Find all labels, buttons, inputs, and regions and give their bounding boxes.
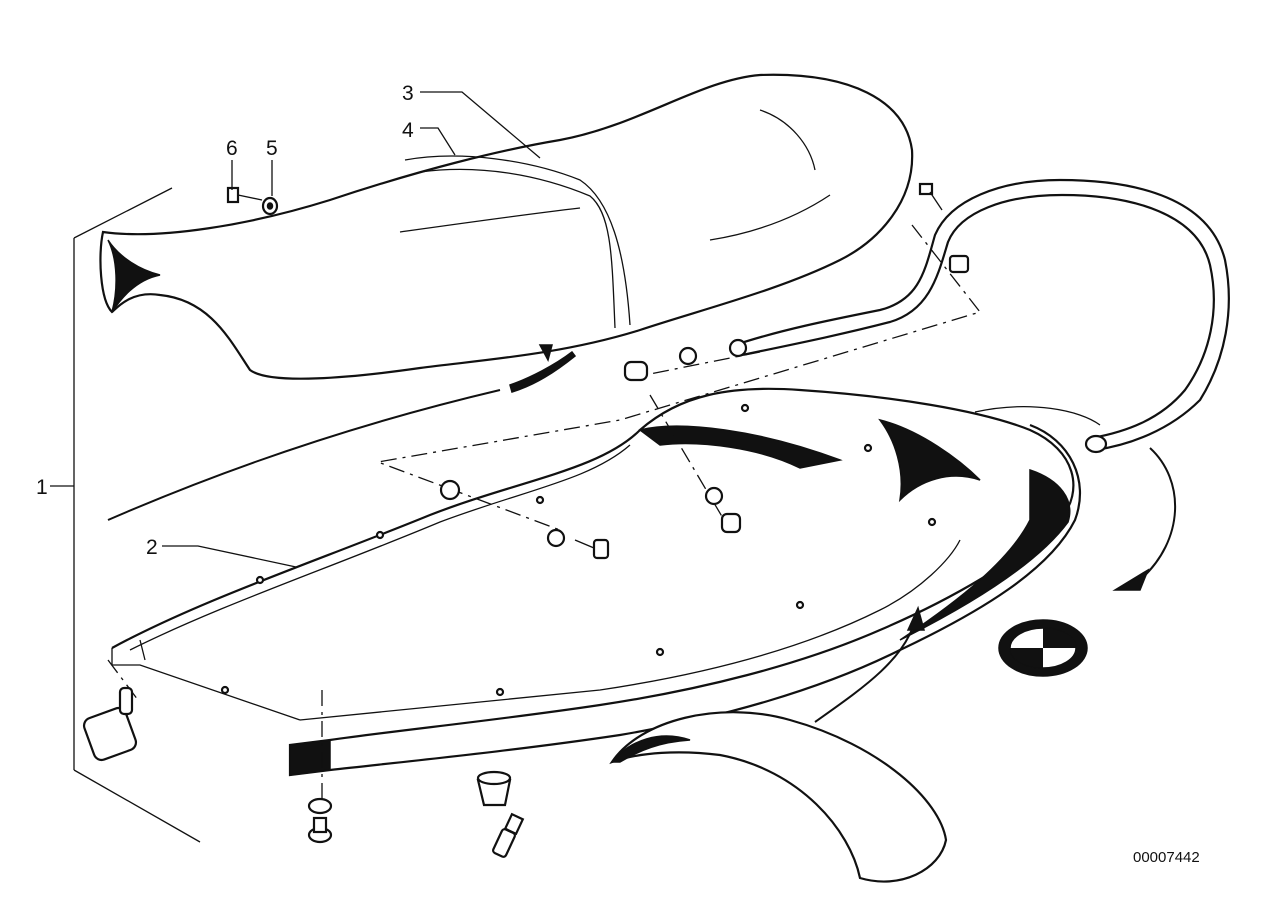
washer-icon xyxy=(678,346,698,366)
leader-lines xyxy=(162,91,541,568)
callout-6: 6 xyxy=(226,137,238,160)
rubber-buffer-icon xyxy=(82,686,138,762)
seat-pan-frame xyxy=(111,387,1082,777)
grommet-icon xyxy=(476,770,512,807)
bmw-roundel-emblem-icon xyxy=(998,619,1088,677)
callout-5: 5 xyxy=(266,137,278,160)
arrow-guide-line xyxy=(974,406,1101,426)
reference-number: 00007442 xyxy=(1133,849,1200,866)
seat-trim-strip xyxy=(107,350,577,521)
arrow-icon xyxy=(814,605,925,723)
hardware xyxy=(82,182,970,858)
grommet-icon xyxy=(623,360,649,382)
callout-4: 4 xyxy=(402,119,414,142)
assembly-bracket xyxy=(50,187,201,843)
bolt-icon xyxy=(226,186,263,204)
bolt-icon xyxy=(574,538,610,560)
callout-3: 3 xyxy=(402,82,414,105)
callout-1: 1 xyxy=(36,476,48,499)
bolt-icon xyxy=(918,182,943,211)
washer-icon xyxy=(704,486,724,506)
washer-icon xyxy=(546,528,566,548)
callout-2: 2 xyxy=(146,536,158,559)
side-cover xyxy=(609,711,948,883)
grommet-icon xyxy=(720,512,742,534)
rubber-buffer-icon xyxy=(948,254,970,274)
washer-icon xyxy=(261,196,279,216)
washer-icon xyxy=(307,797,333,815)
bolt-icon xyxy=(492,812,525,858)
seat-cushion xyxy=(99,73,914,380)
bolt-icon xyxy=(307,816,333,844)
grab-rail xyxy=(728,178,1230,454)
arrow-icon xyxy=(1112,447,1177,591)
rubber-buffer-icon xyxy=(439,479,461,501)
